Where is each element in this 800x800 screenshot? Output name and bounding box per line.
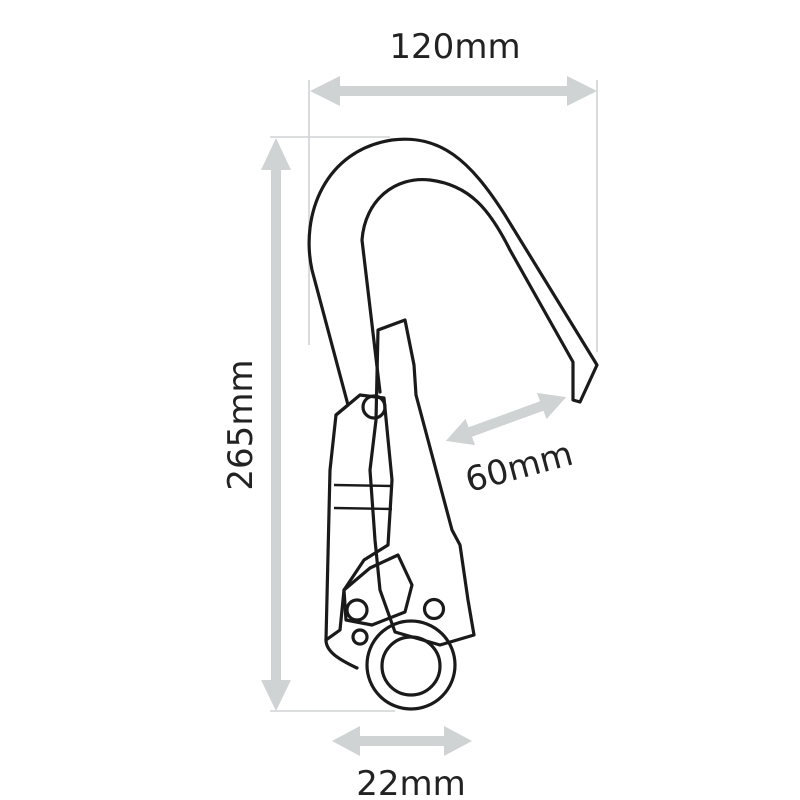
upper-rivet: [361, 394, 387, 420]
trigger-plate: [342, 553, 414, 627]
lever-band: [333, 483, 393, 511]
latch-lever: [324, 393, 394, 642]
gate-opening-dimension: 60mm: [445, 392, 577, 501]
eye-size-dimension: 22mm: [332, 726, 472, 800]
middle-rivet: [345, 598, 369, 622]
length-dimension: 265mm: [221, 138, 291, 711]
eye-size-label: 22mm: [356, 764, 466, 800]
extension-lines: [270, 80, 598, 712]
snap-hook: [307, 137, 599, 711]
length-label: 265mm: [221, 359, 261, 490]
width-dimension: 120mm: [310, 27, 597, 106]
gate-latch: [368, 318, 476, 647]
width-label: 120mm: [389, 27, 520, 67]
lower-rivet: [351, 628, 369, 646]
eye-ring-inner: [380, 635, 442, 697]
eye-ring-outer: [365, 619, 457, 711]
right-rivet: [422, 597, 446, 621]
hook-body: [307, 137, 599, 407]
gate-opening-label: 60mm: [461, 434, 577, 501]
hook-spine: [324, 403, 359, 670]
